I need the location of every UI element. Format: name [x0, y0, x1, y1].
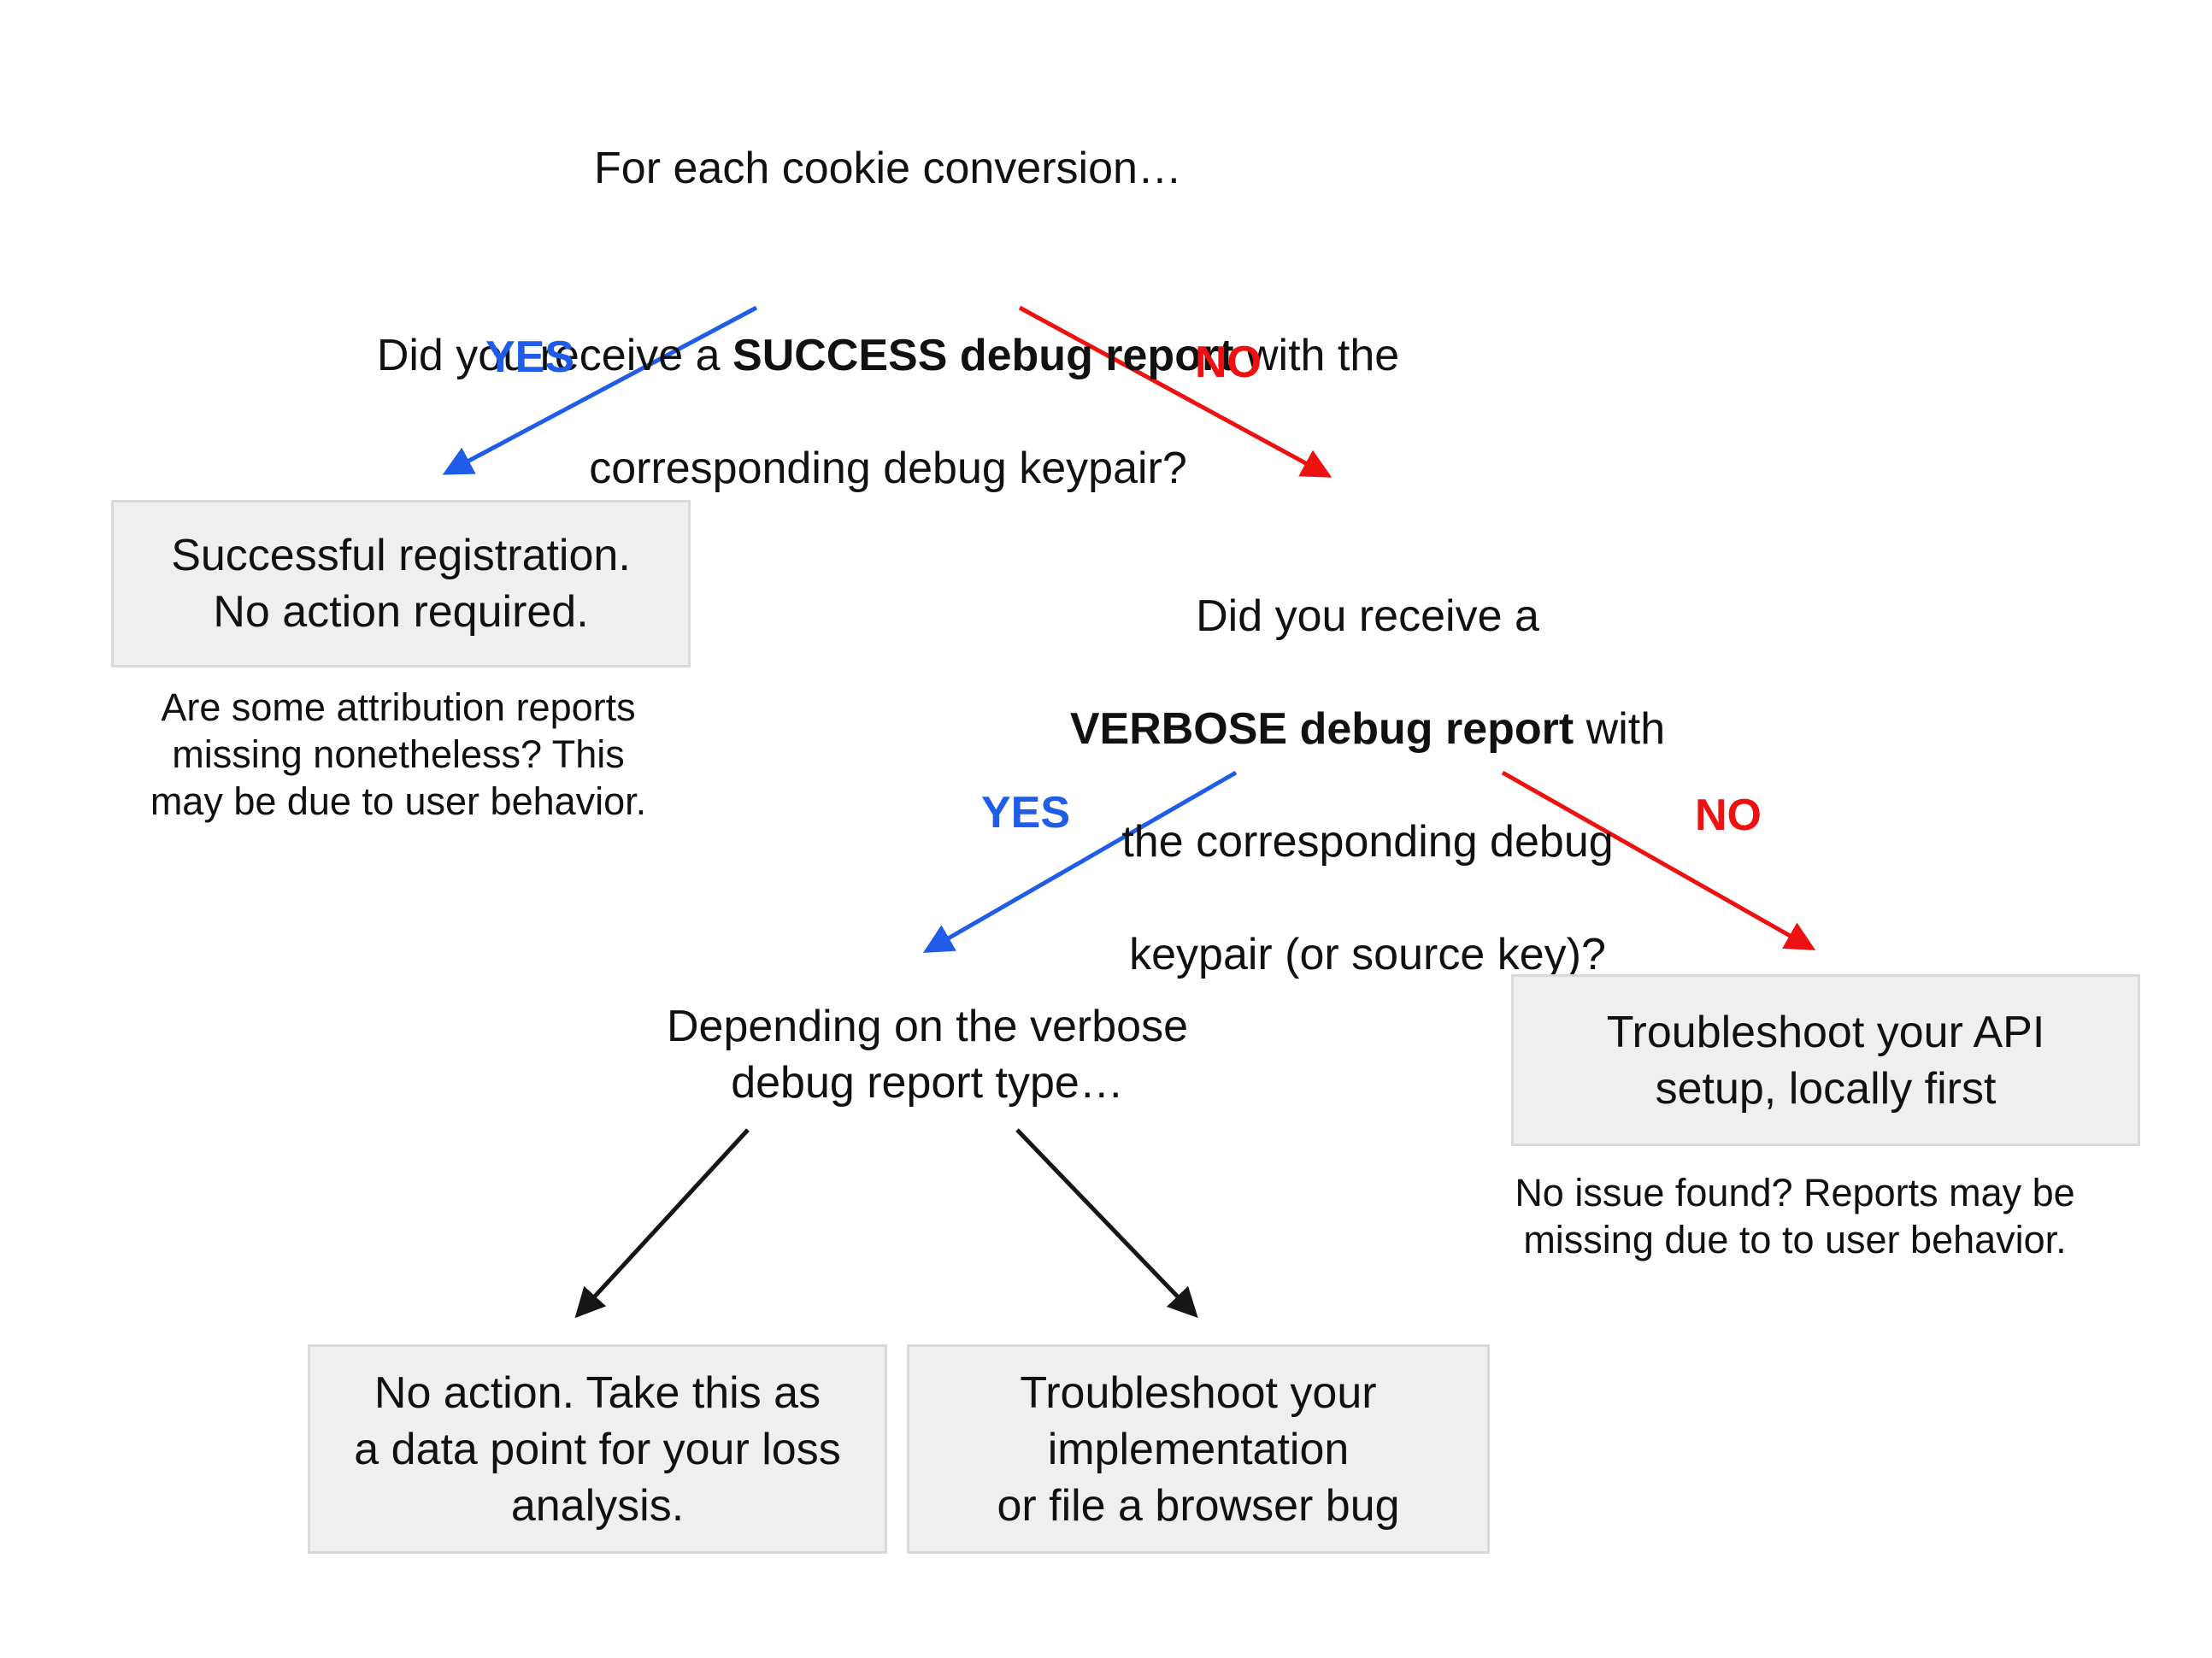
- depending-text: Depending on the verbose debug report ty…: [666, 1002, 1188, 1108]
- success-box: Successful registration. No action requi…: [111, 500, 691, 667]
- root-question-intro: For each cookie conversion…: [594, 144, 1182, 193]
- root-question-line1-pre: Did you receive a: [376, 331, 733, 380]
- root-question-line2: corresponding debug keypair?: [589, 444, 1187, 493]
- loss-analysis-box: No action. Take this as a data point for…: [308, 1344, 887, 1554]
- no-label-level2: NO: [1695, 791, 1762, 840]
- implementation-box: Troubleshoot your implementation or file…: [907, 1344, 1490, 1554]
- verbose-question-line2-post: with: [1574, 704, 1666, 754]
- verbose-arrow-right: [1015, 1128, 1198, 1319]
- api-box: Troubleshoot your API setup, locally fir…: [1511, 974, 2140, 1146]
- verbose-question-line4: keypair (or source key)?: [1129, 930, 1606, 979]
- verbose-arrow-left: [574, 1128, 750, 1319]
- root-question-line1: Did you receive a SUCCESS debug report w…: [204, 327, 1572, 384]
- root-question-line1-bold: SUCCESS debug report: [732, 331, 1234, 380]
- spacer: [204, 253, 1572, 271]
- verbose-question-line1: Did you receive a: [1196, 591, 1539, 641]
- yes-label-level2: YES: [980, 788, 1071, 838]
- no-label-level1: NO: [1195, 338, 1262, 387]
- verbose-question: Did you receive a VERBOSE debug report w…: [1026, 532, 1709, 1039]
- yes-label-level1: YES: [485, 332, 575, 382]
- verbose-question-line2: VERBOSE debug report with: [1026, 701, 1709, 757]
- verbose-question-line3: the corresponding debug: [1121, 817, 1614, 867]
- api-note: No issue found? Reports may be missing d…: [1515, 1171, 2075, 1261]
- root-question: For each cookie conversion… Did you rece…: [204, 84, 1572, 553]
- root-question-line1-post: with the: [1233, 331, 1400, 380]
- success-note: Are some attribution reports missing non…: [150, 685, 647, 823]
- verbose-question-line2-bold: VERBOSE debug report: [1069, 704, 1574, 754]
